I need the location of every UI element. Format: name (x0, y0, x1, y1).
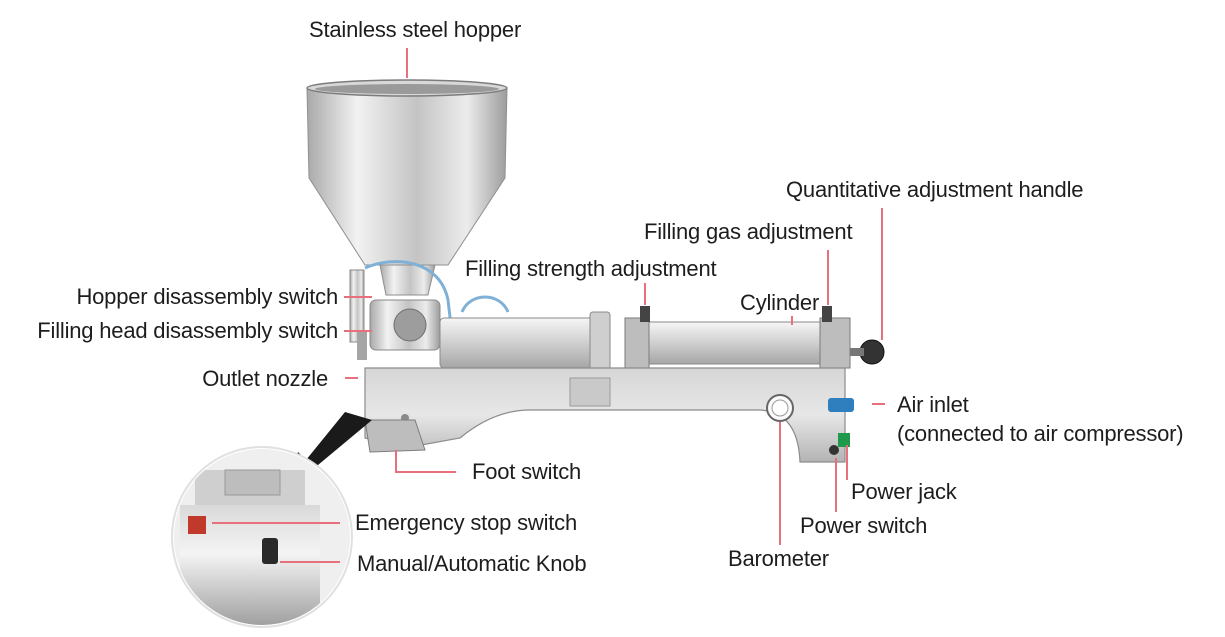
label-air-inlet: Air inlet (897, 392, 969, 417)
label-manual-auto-knob: Manual/Automatic Knob (357, 551, 587, 576)
foot-switch-shape (364, 419, 426, 453)
label-filling-gas: Filling gas adjustment (644, 219, 853, 244)
label-filling-strength: Filling strength adjustment (465, 256, 717, 281)
label-hopper-switch: Hopper disassembly switch (76, 284, 338, 309)
label-quantitative-handle: Quantitative adjustment handle (786, 177, 1084, 202)
hopper-shape (306, 79, 508, 296)
base-frame-shape (364, 367, 854, 463)
leader-lines (212, 48, 885, 563)
label-emergency-stop: Emergency stop switch (355, 510, 577, 535)
label-head-switch: Filling head disassembly switch (37, 318, 338, 343)
label-cylinder: Cylinder (740, 290, 820, 315)
filling-head-shape (349, 269, 441, 360)
label-barometer: Barometer (728, 546, 829, 571)
zoom-detail (171, 446, 353, 628)
label-power-switch: Power switch (800, 513, 928, 538)
label-air-inlet-note: (connected to air compressor) (897, 421, 1184, 446)
label-foot-switch: Foot switch (472, 459, 582, 484)
label-power-jack: Power jack (851, 479, 957, 504)
label-outlet: Outlet nozzle (202, 366, 328, 391)
air-tube (460, 295, 510, 313)
air-tube (364, 260, 457, 361)
label-hopper: Stainless steel hopper (309, 17, 522, 42)
filling-barrel-shape (439, 311, 611, 375)
